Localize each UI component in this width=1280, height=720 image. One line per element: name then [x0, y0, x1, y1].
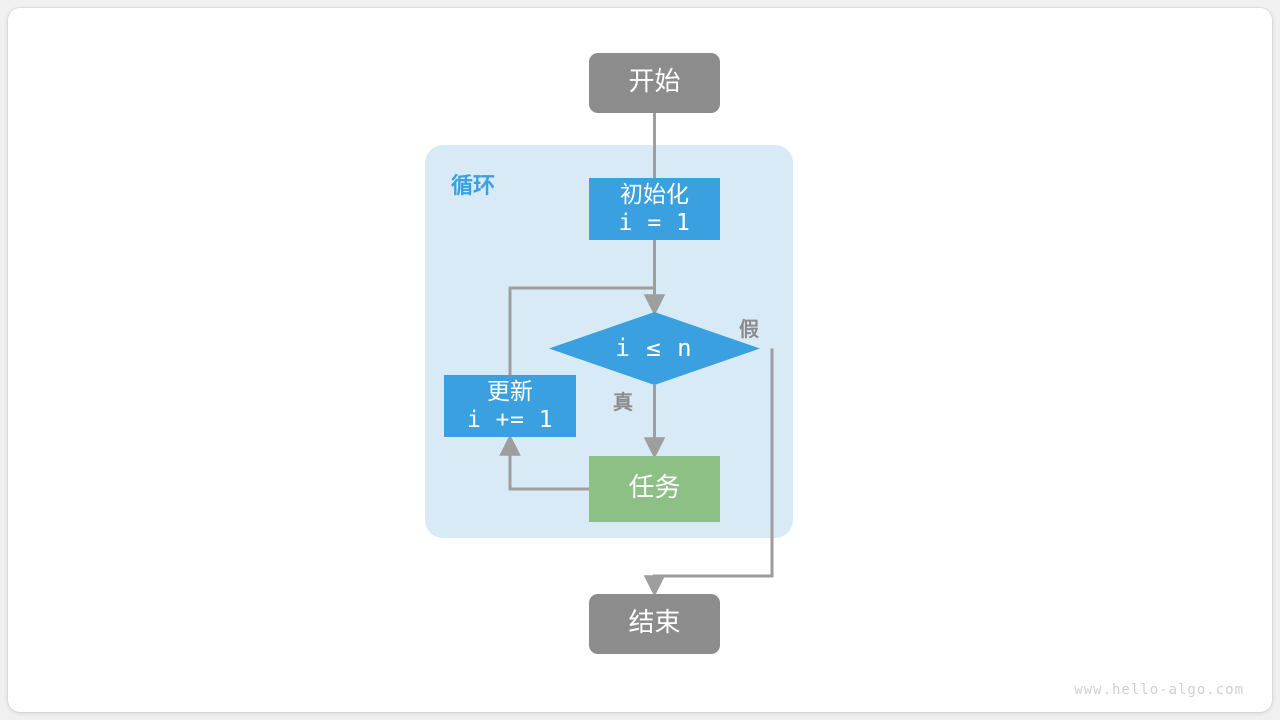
node-task-label: 任务 [628, 473, 681, 504]
edge-update-to-condition [508, 286, 655, 375]
branch-label-true: 真 [613, 390, 633, 414]
node-init-expression: i = 1 [618, 210, 691, 236]
condition-diamond [549, 312, 760, 385]
node-start-label: 开始 [628, 67, 681, 98]
node-init[interactable]: 初始化 i = 1 [589, 178, 720, 240]
node-start[interactable]: 开始 [589, 53, 720, 113]
node-update[interactable]: 更新 i += 1 [444, 375, 576, 437]
loop-container-label: 循环 [451, 174, 496, 199]
node-task[interactable]: 任务 [589, 456, 720, 522]
branch-label-false: 假 [739, 317, 759, 341]
watermark: www.hello-algo.com [1074, 682, 1244, 698]
node-init-label: 初始化 [620, 181, 689, 208]
edge-task-to-update [499, 434, 589, 491]
node-end[interactable]: 结束 [589, 594, 720, 654]
edge-condition-false-to-end [643, 348, 774, 597]
node-update-expression: i += 1 [466, 407, 554, 433]
node-update-label: 更新 [487, 378, 533, 405]
node-end-label: 结束 [628, 608, 681, 639]
